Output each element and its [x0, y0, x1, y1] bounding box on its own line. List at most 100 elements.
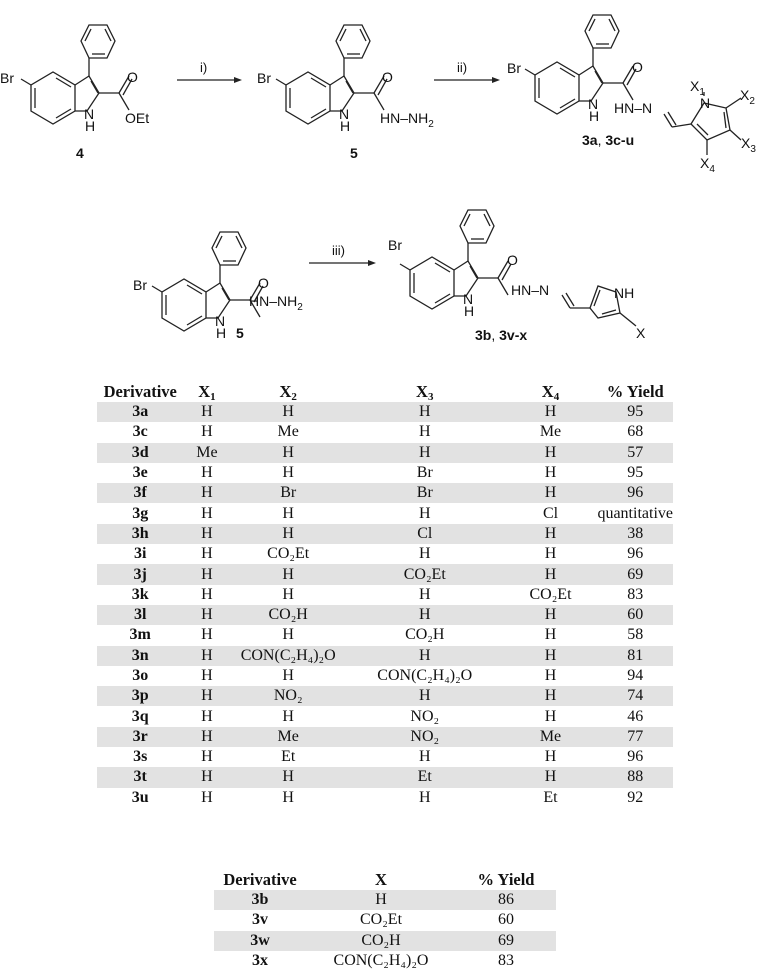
cell-x4: Cl [542, 504, 559, 522]
cell-x4: Me [539, 423, 562, 441]
cell-yield: 95 [627, 464, 644, 482]
cell-x1: H [201, 748, 213, 766]
cell-derivative: 3h [97, 523, 184, 545]
cell-yield: quantitative [597, 504, 673, 522]
cell-x2: CO₂Et [267, 545, 310, 563]
cell-x2: H [230, 564, 346, 585]
reagent-step-i: i) [200, 60, 207, 75]
reagent-step-iii: iii) [332, 243, 345, 258]
cell-x1: H [183, 645, 231, 666]
header-x1: X1 [198, 382, 216, 403]
cell-x4: CO₂Et [529, 585, 572, 603]
cell-x3: H [345, 645, 504, 666]
header-x4: X4 [541, 382, 560, 403]
svg-text:OEt: OEt [125, 110, 149, 126]
compound-5-bottom-label: 5 [236, 325, 244, 341]
cell-yield: 96 [627, 545, 644, 563]
cell-derivative: 3b [214, 890, 306, 911]
svg-text:NH: NH [614, 285, 634, 301]
svg-text:O: O [258, 275, 269, 291]
svg-text:N: N [84, 106, 94, 122]
cell-x2: H [282, 585, 294, 603]
cell-x4: H [503, 645, 598, 666]
cell-x1: H [183, 686, 231, 707]
cell-x3: NO₂ [410, 707, 440, 725]
cell-x4: H [544, 545, 557, 563]
cell-x2: H [230, 442, 346, 463]
cell-x4: H [544, 464, 557, 482]
cell-x3: H [345, 686, 504, 707]
svg-text:Br: Br [388, 237, 402, 253]
svg-text:Br: Br [0, 70, 14, 86]
svg-text:H: H [85, 118, 95, 134]
svg-text:H: H [464, 303, 474, 319]
compound-5-label: 5 [350, 145, 358, 161]
header-x2: X2 [279, 382, 297, 403]
cell-x1: Me [183, 442, 231, 463]
table-header-row: Derivative X1 X2 X3 X4 % Yield [97, 382, 673, 403]
compound-5-bottom-structure: Br N H O HN–NH2 [133, 231, 303, 341]
svg-text:O: O [632, 59, 643, 75]
arrow-step-ii: ii) [434, 60, 500, 83]
cell-x1: H [201, 464, 213, 482]
reagent-step-ii: ii) [457, 60, 467, 75]
cell-yield: 60 [498, 911, 514, 929]
svg-text:O: O [127, 69, 138, 85]
cell-x3: Et [345, 767, 504, 788]
cell-yield: 88 [597, 767, 673, 788]
svg-text:N: N [700, 95, 710, 111]
cell-x4: H [544, 667, 557, 684]
svg-text:HN–N: HN–N [511, 282, 549, 298]
compound-3a-structure: Br N H O HN–N N X1 X2 X3 X4 [507, 14, 756, 175]
cell-x2: Me [277, 423, 299, 441]
cell-derivative: 3o [132, 667, 149, 684]
cell-derivative: 3f [97, 483, 184, 504]
svg-text:Br: Br [507, 60, 521, 76]
cell-x4: H [503, 564, 598, 585]
cell-yield: 74 [597, 686, 673, 707]
cell-x2: CON(C₂H₄)₂O [230, 645, 346, 666]
svg-text:X3: X3 [741, 135, 756, 155]
cell-x4: H [503, 442, 598, 463]
header-yield: % Yield [477, 870, 535, 889]
cell-x: CON(C₂H₄)₂O [333, 952, 429, 970]
cell-x3: H [345, 402, 504, 423]
cell-yield: 38 [597, 523, 673, 545]
cell-x2: NO₂ [230, 686, 346, 707]
cell-x1: H [201, 626, 213, 644]
cell-x1: H [201, 788, 213, 806]
cell-derivative: 3w [214, 930, 306, 951]
cell-derivative: 3j [97, 564, 184, 585]
cell-x2: H [282, 504, 294, 522]
cell-x4: H [503, 483, 598, 504]
cell-derivative: 3l [97, 604, 184, 626]
header-derivative: Derivative [223, 870, 297, 889]
cell-x2: H [230, 402, 346, 423]
cell-x3: H [345, 442, 504, 463]
cell-x: CO₂H [306, 930, 456, 951]
svg-text:X1: X1 [690, 78, 705, 98]
cell-x2: H [282, 626, 294, 644]
cell-x3: H [418, 545, 431, 563]
cell-x2: H [282, 464, 294, 482]
reaction-scheme: Br N H O OEt 4 i) Br N H O HN–NH2 5 ii) … [0, 0, 761, 360]
svg-text:Br: Br [133, 277, 147, 293]
cell-x1: H [183, 483, 231, 504]
svg-text:X4: X4 [700, 155, 715, 175]
cell-x3: CON(C₂H₄)₂O [377, 667, 473, 684]
cell-x: CO₂Et [359, 911, 403, 929]
cell-derivative: 3v [252, 911, 268, 929]
